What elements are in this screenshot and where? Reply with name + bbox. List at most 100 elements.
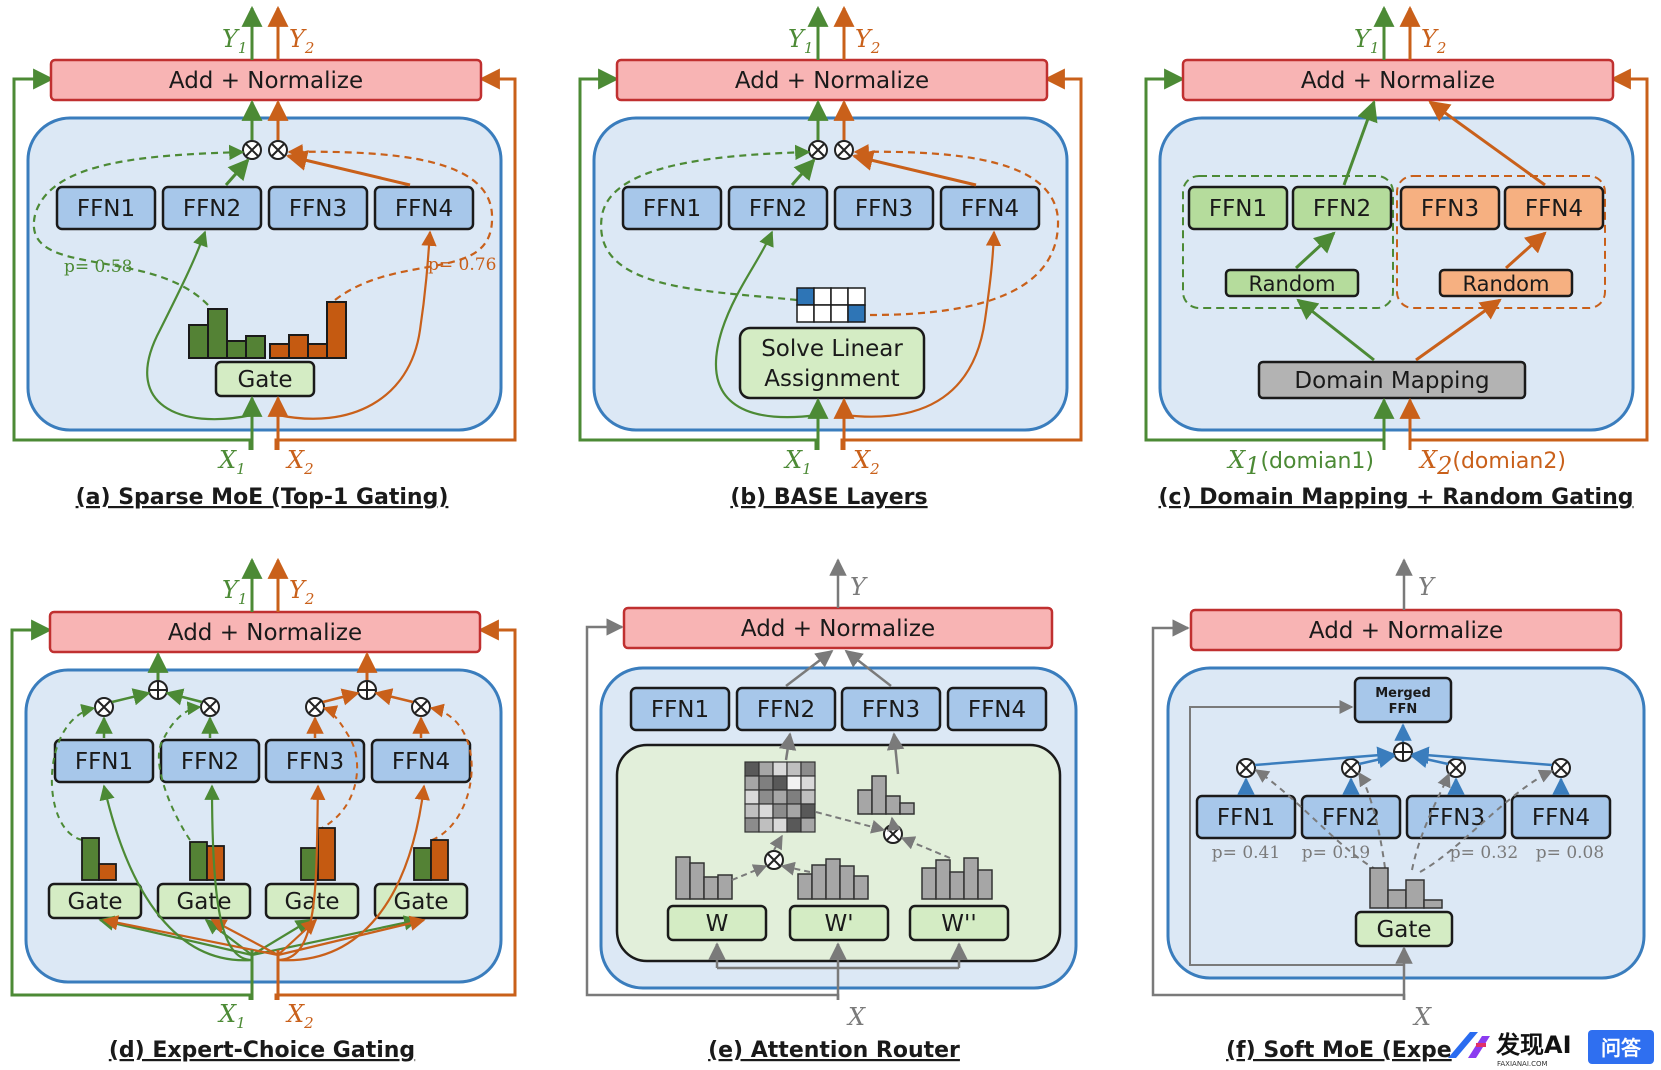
add-normalize-box	[1181, 58, 1615, 102]
domain-mapping-box: Domain Mapping	[1257, 360, 1527, 400]
svg-text:FFN2: FFN2	[1313, 196, 1371, 222]
gate-histogram	[413, 839, 449, 881]
soft-weight-dashed	[1254, 769, 1378, 871]
svg-text:FFN1: FFN1	[643, 196, 701, 222]
gate-histogram-green	[188, 308, 266, 359]
dashed-flow	[900, 836, 951, 859]
gate-box: Gate	[1354, 910, 1454, 948]
panel-c: Add + Normalize Y1 Y2 FFN1 FFN2 FFN3 FFN…	[1144, 5, 1649, 510]
gate-weight-dashed	[157, 701, 202, 841]
svg-text:FFN2: FFN2	[757, 697, 815, 723]
ffn1-box: FFN1	[1187, 185, 1289, 231]
panel-f-caption: (f) Soft MoE (Expe	[1226, 1038, 1452, 1063]
svg-text:FFN3: FFN3	[862, 697, 920, 723]
x2-to-ffn3	[277, 784, 326, 962]
w-projection-histogram	[675, 856, 733, 900]
residual-orange-line	[274, 68, 517, 450]
panel-d-caption: (d) Expert-Choice Gating	[109, 1038, 415, 1063]
svg-text:FAXIANAI.COM: FAXIANAI.COM	[1497, 1060, 1548, 1068]
svg-text:Random: Random	[1463, 272, 1550, 296]
gate-histogram	[1369, 867, 1443, 909]
x-to-merged-ffn	[1189, 700, 1404, 966]
x1-label: X1	[783, 446, 812, 478]
faxianai-watermark: 发现AI FAXIANAI.COM 问答	[1448, 1030, 1654, 1068]
x1-to-ffn2-route	[146, 230, 253, 421]
add-normalize-box	[48, 610, 482, 654]
ffn2-to-norm	[1342, 100, 1378, 186]
svg-text:FFN4: FFN4	[961, 196, 1019, 222]
multiply-node	[1446, 758, 1466, 778]
ffn4-box: FFN4	[370, 738, 472, 784]
multiply-node	[764, 850, 784, 870]
svg-text:FFN3: FFN3	[289, 196, 347, 222]
domain1-group	[1182, 175, 1394, 309]
multiply-node	[200, 697, 220, 717]
prob-label: p= 0.19	[1302, 843, 1370, 863]
add-node	[1393, 742, 1413, 762]
panel-b: Add + Normalize Y1 Y2 FFN1 FFN2 FFN3 FFN…	[578, 5, 1083, 510]
soft-weight-dashed	[1411, 772, 1451, 871]
ffn2-box: FFN2	[1291, 185, 1393, 231]
add-normalize-label: Add + Normalize	[168, 620, 362, 646]
svg-text:FFN3: FFN3	[1427, 805, 1485, 831]
ffn2-to-norm	[785, 649, 834, 687]
prob-label: p= 0.08	[1536, 843, 1604, 863]
random-gate-orange: Random	[1438, 268, 1574, 298]
x2-label: X2	[285, 1000, 314, 1032]
y1-label: Y1	[222, 25, 247, 57]
ffn2-box: FFN2	[735, 686, 837, 732]
svg-text:Gate: Gate	[176, 889, 231, 915]
panel-e: Add + Normalize Y FFN1 FFN2 FFN3 FFN4	[585, 558, 1078, 1063]
multiply-node	[1236, 758, 1256, 778]
panel-a: Add + Normalize Y1 Y2 FFN1 FFN2 FFN3 FFN…	[12, 5, 517, 510]
y-label: Y	[1418, 573, 1436, 601]
x2-label: X2	[851, 446, 880, 478]
mul-to-plus	[1411, 746, 1553, 767]
ffn3-box: FFN3	[840, 686, 942, 732]
gate-box: Gate	[156, 882, 252, 920]
svg-text:FFN4: FFN4	[968, 697, 1026, 723]
ffn4-to-mul	[285, 150, 411, 187]
add-normalize-label: Add + Normalize	[1309, 618, 1503, 644]
add-normalize-box	[49, 58, 483, 102]
ffn1-box: FFN1	[55, 185, 157, 231]
gate-histogram	[300, 827, 336, 881]
svg-text:FFN3: FFN3	[855, 196, 913, 222]
svg-text:FFN: FFN	[1389, 702, 1418, 717]
svg-text:Merged: Merged	[1375, 686, 1431, 701]
residual-orange-line	[274, 619, 517, 1000]
x2-label: X2	[285, 446, 314, 478]
x2-to-gate	[277, 915, 426, 957]
gate-histogram-orange	[269, 301, 347, 359]
y1-label: Y1	[788, 25, 813, 57]
ffn3-box: FFN3	[264, 738, 366, 784]
svg-text:FFN3: FFN3	[286, 749, 344, 775]
add-normalize-box	[1189, 608, 1623, 652]
svg-text:Domain Mapping: Domain Mapping	[1294, 368, 1489, 394]
dashed-flow	[731, 864, 768, 881]
solve-linear-assignment-box: Solve Linear Assignment	[738, 326, 926, 400]
assignment-matrix	[796, 287, 866, 323]
w-box: W	[666, 904, 768, 942]
gate-weight-dashed	[317, 705, 359, 831]
multiply-node	[1551, 758, 1571, 778]
residual-green-line	[10, 619, 252, 1000]
prob-green-label: p= 0.58	[64, 257, 132, 277]
svg-text:Gate: Gate	[1376, 917, 1431, 943]
panel-f: Add + Normalize Y Merged FFN FFN1 FFN2 F…	[1151, 558, 1646, 1063]
mapping-to-random-green	[1296, 298, 1375, 362]
ffn2-to-mul	[790, 158, 816, 186]
merged-ffn-box: Merged FFN	[1353, 676, 1453, 724]
residual-green-line	[12, 68, 252, 450]
multiply-node	[411, 697, 431, 717]
svg-text:FFN3: FFN3	[1421, 196, 1479, 222]
svg-text:FFN2: FFN2	[181, 749, 239, 775]
gate-histogram	[81, 837, 117, 881]
prob-orange-label: p= 0.76	[428, 255, 496, 275]
svg-text:Gate: Gate	[237, 367, 292, 393]
svg-text:FFN1: FFN1	[77, 196, 135, 222]
w-double-prime-box: W''	[908, 904, 1010, 942]
y-label: Y	[850, 573, 868, 601]
mul-to-plus	[1358, 750, 1396, 769]
